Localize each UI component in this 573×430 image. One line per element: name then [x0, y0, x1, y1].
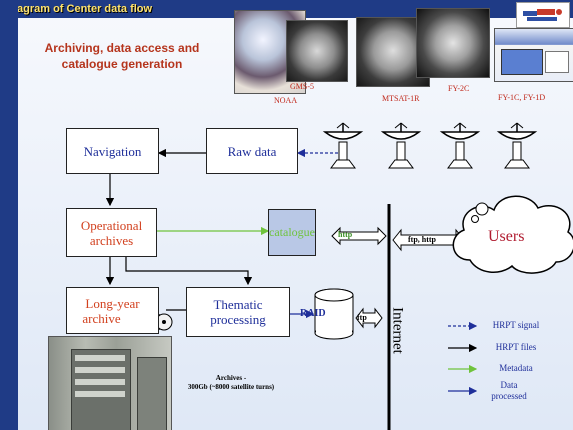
catalogue-label: catalogue	[269, 225, 315, 239]
satellite-caption: FY-1C, FY-1D	[498, 93, 546, 102]
archives-caption: Archives - 300Gb (~8000 satellite turns)	[170, 374, 292, 392]
logo-icon	[523, 9, 562, 21]
fy1-image	[494, 28, 573, 82]
http-tag: http	[338, 230, 353, 239]
legend-hrpt-files-label: HRPT files	[495, 342, 537, 352]
users-cloud	[452, 195, 573, 274]
navigation-box: Navigation	[66, 128, 159, 174]
operational-archives-box: Operational archives	[66, 208, 157, 257]
subtitle-line-2: catalogue generation	[61, 57, 183, 71]
operational-line-2: archives	[89, 232, 134, 248]
satellite-caption: MTSAT-1R	[382, 94, 420, 103]
users-label: Users	[488, 228, 525, 245]
legend-metadata-label: Metadata	[499, 363, 533, 373]
logo	[516, 2, 570, 28]
antenna-icon	[496, 122, 538, 169]
ftp-tag: ftp	[357, 313, 367, 322]
internet-label: Internet	[389, 307, 406, 354]
legend-hrpt-signal-label: HRPT signal	[492, 320, 540, 330]
operational-line-1: Operational	[80, 217, 143, 233]
ftp-http-tag: ftp, http	[408, 235, 437, 244]
raid-cylinder	[314, 288, 354, 340]
http-arrow	[331, 226, 387, 246]
raw-data-box: Raw data	[206, 128, 298, 174]
raw-data-label: Raw data	[227, 143, 277, 159]
antenna-icon	[322, 122, 364, 169]
longyear-line-1: Long-year	[85, 295, 140, 311]
ftp-arrow	[355, 307, 383, 329]
satellite-caption: FY-2C	[448, 84, 470, 93]
longyear-archive-box: Long-year archive	[66, 287, 159, 334]
thematic-line-2: processing	[210, 312, 266, 327]
catalogue-box: catalogue	[268, 209, 316, 256]
thematic-line-1: Thematic	[213, 297, 263, 312]
satellite-caption: NOAA	[274, 96, 298, 105]
antenna-icon	[439, 122, 481, 169]
slide-subtitle: Archiving, data access and catalogue gen…	[22, 40, 222, 72]
gms5-image	[286, 20, 348, 82]
thematic-processing-box: Thematic processing	[186, 287, 290, 337]
operational-to-thematic-arrow	[125, 257, 253, 286]
legend-data-processed-label: Data processed	[491, 380, 527, 401]
raid-label: RAID	[300, 308, 326, 319]
subtitle-line-1: Archiving, data access and	[44, 41, 200, 55]
archives-caption-line-2: 300Gb (~8000 satellite turns)	[187, 383, 275, 391]
fy2c-image	[416, 8, 490, 78]
archives-caption-line-1: Archives -	[215, 374, 247, 382]
header-title: Diagram of Center data flow	[6, 3, 153, 15]
archive-server-photo	[48, 336, 172, 430]
navigation-label: Navigation	[83, 143, 142, 159]
satellite-caption: GMS-5	[290, 82, 315, 91]
longyear-line-2: archive	[82, 310, 121, 326]
antenna-icon	[380, 122, 422, 169]
